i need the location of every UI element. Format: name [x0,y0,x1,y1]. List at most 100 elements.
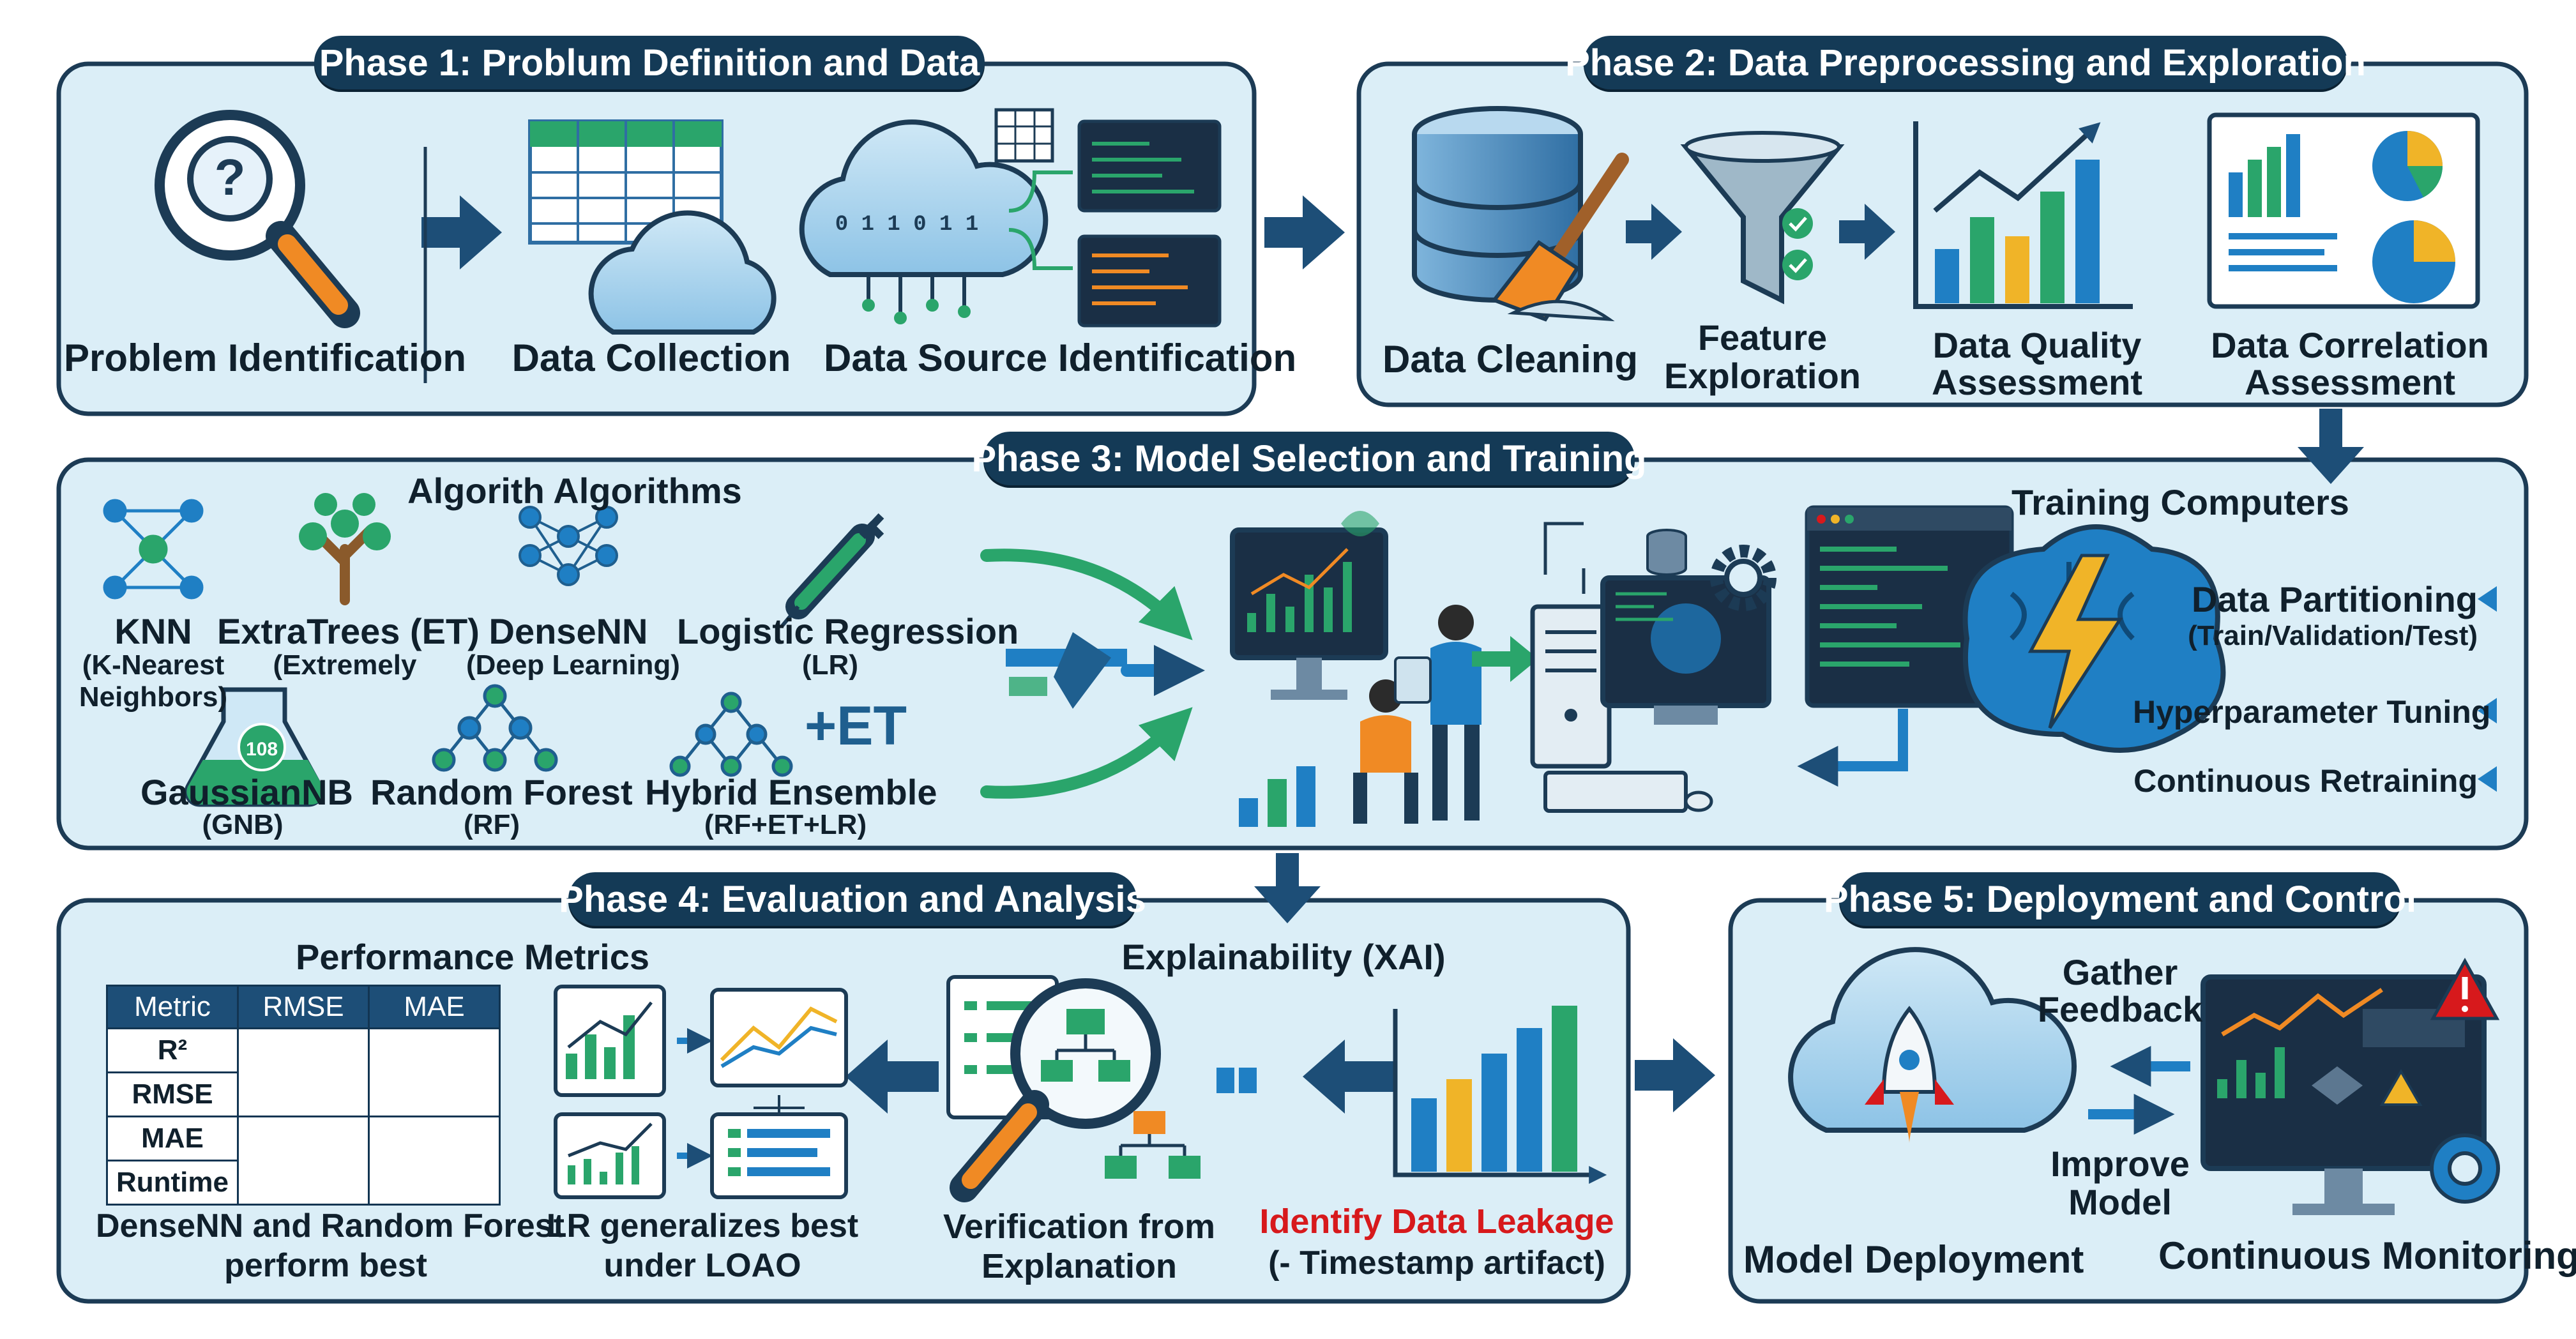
data-partitioning-detail: (Train/Validation/Test) [2188,620,2478,651]
metrics-row-label: R² [106,1027,239,1073]
data-quality-label-2: Assessment [1932,362,2142,402]
metrics-header-rmse: RMSE [237,985,370,1029]
code-window-icon [1805,505,2014,708]
data-quality-label-1: Data Quality [1932,325,2142,365]
feature-exploration-label-1: Feature [1697,317,1828,358]
phase3-title: Phase 3: Model Selection and Training [971,432,1647,485]
verification-label-2: Explanation [981,1247,1178,1285]
improve-model-label-2: Model [2068,1182,2172,1222]
syringe-icon [780,513,884,627]
gather-feedback-label-2: Feedback [2037,989,2203,1029]
metrics-header-metric: Metric [106,985,239,1029]
cloud-circuit-icon: 0 1 1 0 1 1 [799,108,1222,328]
verify-back-arrow [845,1040,939,1114]
xai-heading: Explainability (XAI) [1121,937,1446,977]
data-source-identification-label: Data Source Identification [824,337,1297,379]
phase5-title: Phase 5: Deployment and Control [1824,872,2416,926]
neural-net-icon [519,506,618,586]
continuous-monitoring-label: Continuous Monitoring [2158,1234,2576,1277]
scientist-figures-icon [1239,511,1481,827]
metrics-header-mae: MAE [368,985,501,1029]
retraining-loop-arrow [1797,709,1908,787]
data-partitioning-label: Data Partitioning [2191,579,2478,619]
alert-triangle-icon [2430,957,2500,1020]
cloud-table-icon [528,119,777,335]
metrics-caption-2: perform best [224,1247,427,1284]
algo-extratrees-detail: (Extremely [273,649,417,681]
algo-densenn-detail: (Deep Learning) [466,649,680,681]
algo-gaussiannb-name: GaussianNB [140,772,353,812]
bar-trend-icon [1913,121,2133,309]
phase4-title: Phase 4: Evaluation and Analysis [559,872,1146,926]
algo-knn-detail-2: Neighbors) [79,681,228,713]
flask-icon: 108 [184,687,324,807]
algo-hybrid-ensemble-detail: (RF+ET+LR) [704,809,867,840]
verification-label-1: Verification from [943,1207,1216,1246]
algo-logistic-regression-name: Logistic Regression [677,611,1019,651]
model-comparison-icons [554,985,848,1199]
feature-exploration-label-2: Exploration [1663,356,1861,396]
cloud-rocket-icon [1788,947,2077,1143]
brain-lightning-icon [1962,524,2226,753]
svg-text:0 1 1 0 1 1: 0 1 1 0 1 1 [835,213,978,237]
metrics-table: Metric RMSE MAE R² RMSE MAE Runtime [106,985,501,1206]
pause-token-icon [1216,1068,1257,1093]
leakage-label-2: (- Timestamp artifact) [1268,1244,1605,1282]
performance-metrics-heading: Performance Metrics [295,937,649,977]
flask-badge: 108 [246,739,278,760]
improve-model-label-1: Improve [2050,1144,2190,1184]
xai-back-arrow [1303,1040,1396,1114]
algo-densenn-name: DenseNN [489,611,648,651]
data-collection-label: Data Collection [511,337,791,379]
lr-caption-2: under LOAO [603,1247,801,1284]
green-flow-arrows [980,548,1205,799]
algorithms-heading: Algorith Algorithms [407,471,742,511]
metrics-row-label: MAE [106,1116,239,1161]
p4-to-p5-arrow [1635,1038,1715,1112]
p1-step-arrow-1 [421,195,502,269]
network-icon [103,499,204,600]
data-stream-icon [1006,632,1127,709]
flow-arrows [421,195,2364,1114]
data-correlation-label-1: Data Correlation [2211,325,2489,365]
phase1-title: Phase 1: Problum Definition and Data [314,36,985,89]
training-computers-heading: Training Computers [2012,482,2349,522]
leakage-label-1: Identify Data Leakage [1259,1202,1614,1241]
tree-icon [299,493,391,605]
ensemble-graph-icon [669,692,793,777]
database-brush-icon [1412,106,1629,322]
xai-bar-chart-icon [1393,1006,1607,1184]
phase2-title: Phase 2: Data Preprocessing and Explorat… [1565,36,2366,89]
scientist-monitor-icon [1230,527,1388,700]
p2-to-p3-arrow [2298,409,2364,484]
funnel-icon [1680,131,1845,305]
data-correlation-label-2: Assessment [2245,362,2455,402]
training-step-markers [2478,586,2497,792]
gather-feedback-label-1: Gather [2062,952,2178,992]
p2-step-arrow-1 [1626,204,1682,260]
green-to-computer-arrow [1472,636,1538,682]
question-magnifier-icon: ? [155,110,360,328]
algo-knn-name: KNN [114,611,192,651]
p3-to-p4-arrow [1254,853,1321,923]
gear-icon [1710,545,1777,611]
metrics-caption-1: DenseNN and Random Forest [96,1207,564,1244]
xai-magnifier-icon [946,975,1201,1202]
forest-graph-icon [432,684,558,772]
training-computer-icon [1530,522,1771,813]
data-cleaning-label: Data Cleaning [1383,338,1639,381]
algo-extratrees-name: ExtraTrees (ET) [217,611,480,651]
algo-random-forest-name: Random Forest [370,772,633,812]
monitoring-screen-icon [2201,974,2500,1215]
lr-caption-1: LR generalizes best [546,1207,859,1244]
metrics-row-label: RMSE [106,1071,239,1117]
p2-step-arrow-2 [1839,204,1895,260]
svg-text:?: ? [215,149,246,206]
algo-logistic-regression-detail: (LR) [802,649,858,681]
continuous-retraining-label: Continuous Retraining [2133,763,2478,799]
dashboard-pie-icon [2207,112,2480,309]
algo-gaussiannb-detail: (GNB) [202,809,284,840]
algo-hybrid-ensemble-name: Hybrid Ensemble [645,772,937,812]
algo-knn-detail-1: (K-Nearest [82,649,225,681]
model-deployment-label: Model Deployment [1743,1238,2084,1281]
